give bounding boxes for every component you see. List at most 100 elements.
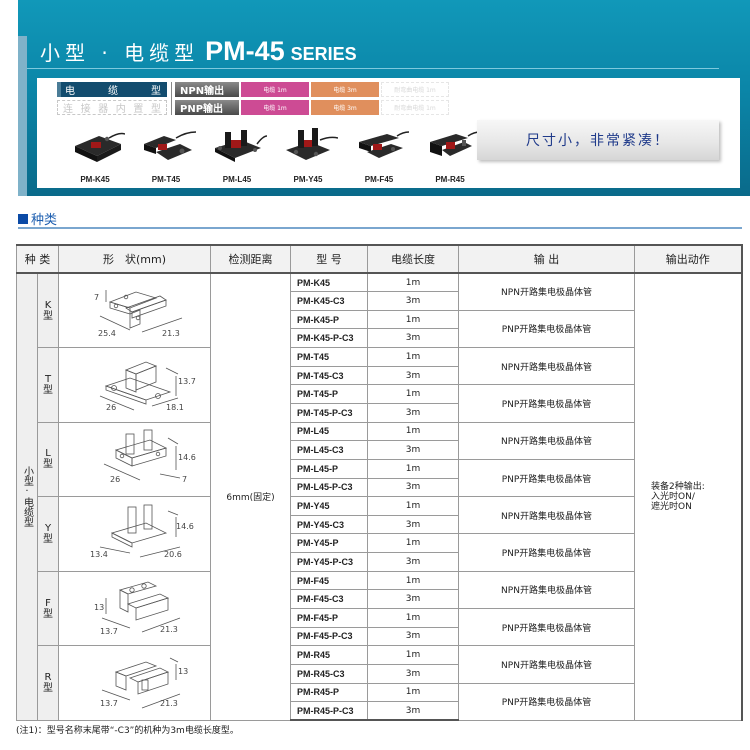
flex-cable-chip: 耐弯曲电缆 1m [381, 82, 449, 97]
table-row: PM-T45-C3 3m [17, 365, 742, 386]
output-cell: NPN开路集电极晶体管 [458, 570, 635, 610]
output-row-npn: NPN输出 电缆 1m 电缆 3m 耐弯曲电缆 1m [175, 82, 449, 97]
dimension-drawing-y-icon: 14.6 13.4 20.6 [90, 504, 193, 559]
table-row: PM-K45-C3 3m [17, 291, 742, 311]
banner-title-model: PM-45 [205, 36, 285, 66]
type-f-cell: F 型 [37, 570, 59, 647]
type-y-cell: Y 型 [37, 496, 59, 572]
output-action-cell: 装备2种输出: 入光时ON/ 遮光时ON [634, 272, 743, 721]
svg-text:26: 26 [106, 403, 116, 412]
section-heading: 种类 [18, 209, 57, 228]
output-label: PNP输出 [175, 100, 239, 115]
model-spec-table: 种 类 形 状(mm) 检测距离 型 号 电缆长度 输 出 输出动作 小型·电缆… [16, 244, 743, 722]
header-output-action: 输出动作 [634, 244, 743, 274]
type-tab-char: 连 [63, 104, 73, 115]
cable-length-cell: 3m [367, 663, 459, 684]
cable-length-cell: 3m [367, 626, 459, 647]
shape-diagram-k: 7 25.4 21.3 [58, 272, 211, 349]
header-shape: 形 状(mm) [58, 244, 211, 274]
table-row: PM-K45-P-C3 3m [17, 328, 742, 349]
table-row: R 型 13 13. [17, 645, 742, 721]
model-cell: PM-R45-P [290, 682, 368, 703]
model-cell: PM-K45-C3 [290, 291, 368, 311]
cable-length-cell: 1m [367, 682, 459, 703]
product-label: PM-L45 [222, 175, 252, 184]
header-cable-length: 电缆长度 [367, 244, 459, 274]
cable-length-cell: 3m [367, 328, 459, 349]
sensor-image-icon [75, 132, 125, 162]
sensor-image-icon [215, 130, 267, 162]
svg-text:7: 7 [182, 475, 187, 484]
header-type: 种 类 [16, 244, 59, 274]
table-row: PM-K45-P 1m PNP开路集电极晶体管 [17, 309, 742, 349]
output-cell: NPN开路集电极晶体管 [458, 645, 635, 684]
table-row: PM-Y45-P-C3 3m [17, 552, 742, 572]
svg-text:13: 13 [94, 603, 104, 612]
model-cell: PM-R45-C3 [290, 663, 368, 684]
table-row: PM-Y45-P 1m PNP开路集电极晶体管 [17, 533, 742, 572]
type-letter: R [44, 672, 52, 684]
type-k-cell: K 型 [37, 272, 59, 349]
svg-text:21.3: 21.3 [162, 329, 180, 338]
product-label: PM-T45 [151, 175, 181, 184]
model-cell: PM-Y45-C3 [290, 514, 368, 535]
type-suffix: 型 [43, 683, 53, 695]
cable-length-cell: 3m [367, 402, 459, 423]
model-cell: PM-L45-P-C3 [290, 477, 368, 498]
header-output: 输 出 [458, 244, 635, 274]
type-t-cell: T 型 [37, 347, 59, 423]
table-row: 小型·电缆型 K 型 [16, 272, 743, 721]
type-letter: Y [44, 522, 52, 534]
cable-length-cell: 1m [367, 309, 459, 330]
svg-text:14.6: 14.6 [178, 453, 196, 462]
model-cell: PM-F45-C3 [290, 589, 368, 610]
type-suffix: 型 [43, 459, 53, 471]
cable-length-cell: 1m [367, 496, 459, 516]
cable-length-cell: 1m [367, 347, 459, 367]
footnote: (注1)：型号名称末尾带“-C3”的机种为3m电缆长度型。 [16, 726, 239, 736]
cable-length-cell: 1m [367, 533, 459, 554]
banner-accent-strip [18, 36, 27, 196]
svg-text:7: 7 [94, 293, 99, 302]
table-row: L 型 14. [17, 421, 742, 498]
model-cell: PM-L45-P [290, 458, 368, 479]
dimension-drawing-l-icon: 14.6 26 7 [103, 430, 196, 484]
output-action-line: 遮光时ON [651, 501, 692, 512]
cable-length-cell: 3m [367, 440, 459, 460]
model-cell: PM-K45 [290, 272, 368, 293]
type-l-cell: L 型 [37, 421, 59, 498]
cable-length-cell: 3m [367, 291, 459, 311]
table-header-row: 种 类 形 状(mm) 检测距离 型 号 电缆长度 输 出 输出动作 [16, 244, 743, 274]
product-lineup: PM-K45 PM-T45 [57, 122, 487, 184]
shape-diagram-y: 14.6 13.4 20.6 [58, 496, 211, 572]
cable-length-cell: 1m [367, 645, 459, 665]
shape-diagram-f: 13 13.7 21.3 [58, 570, 211, 647]
category-main-cell: 小型·电缆型 [16, 272, 38, 721]
banner-vertical-divider [171, 82, 172, 115]
output-cell: NPN开路集电极晶体管 [458, 347, 635, 386]
output-cell: NPN开路集电极晶体管 [458, 272, 635, 311]
model-cell: PM-T45-C3 [290, 365, 368, 386]
svg-text:18.1: 18.1 [166, 403, 184, 412]
product-label: PM-K45 [80, 175, 110, 184]
cable-1m-chip: 电缆 1m [241, 100, 309, 115]
table-row: PM-F45-P 1m PNP开路集电极晶体管 [17, 608, 742, 647]
table-row: T 型 13. [17, 347, 742, 423]
product-pm-k45: PM-K45 [65, 122, 125, 184]
model-cell: PM-T45 [290, 347, 368, 367]
model-cell: PM-L45 [290, 421, 368, 442]
cable-3m-chip: 电缆 3m [311, 82, 379, 97]
table-row: PM-F45-C3 3m [17, 589, 742, 610]
model-cell: PM-Y45 [290, 496, 368, 516]
section-square-icon [18, 213, 28, 224]
cable-length-cell: 3m [367, 552, 459, 572]
type-tab-cable: 电 缆 型 [57, 82, 167, 97]
output-label: NPN输出 [175, 82, 239, 97]
output-cell: PNP开路集电极晶体管 [458, 384, 635, 423]
type-suffix: 型 [43, 533, 53, 545]
header-model: 型 号 [290, 244, 368, 274]
output-action-line: 装备2种输出: [651, 481, 705, 492]
svg-text:26: 26 [110, 475, 120, 484]
cable-length-cell: 1m [367, 570, 459, 591]
cable-length-cell: 1m [367, 272, 459, 293]
